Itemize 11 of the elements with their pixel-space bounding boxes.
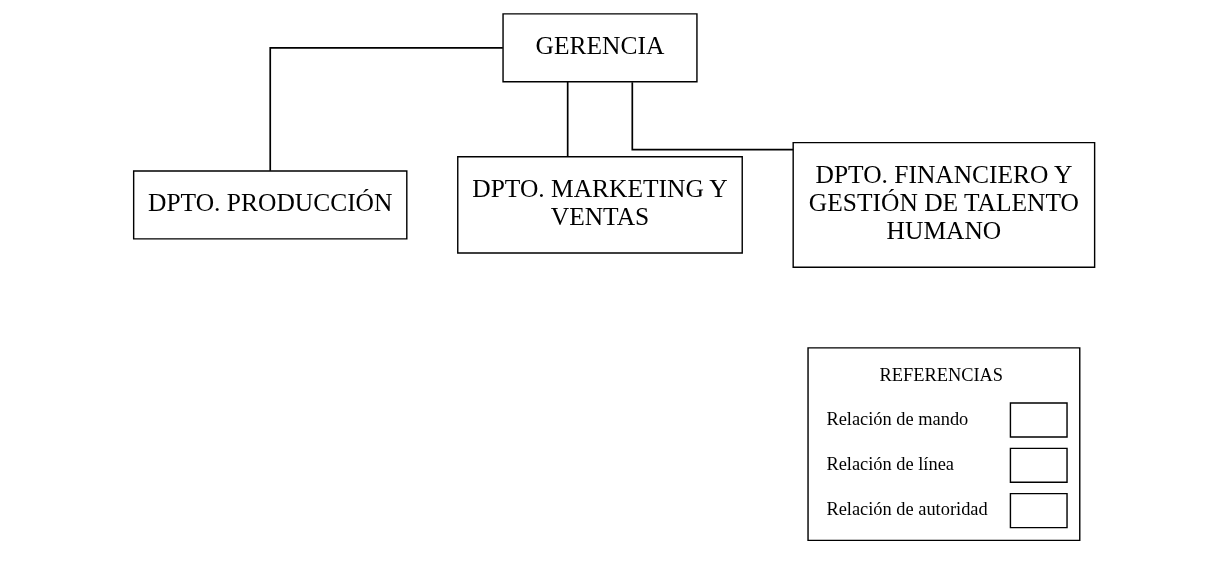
node-box: DPTO. FINANCIERO Y GESTIÓN DE TALENTO HUMANO (792, 141, 1096, 268)
connector (631, 81, 794, 151)
node-box: DPTO. PRODUCCIÓN (132, 170, 408, 240)
legend-label: Relación de línea (826, 454, 954, 475)
legend-label: Relación de autoridad (826, 499, 988, 520)
node-box: DPTO. MARKETING Y VENTAS (457, 156, 743, 254)
label: REFERENCIAS (879, 364, 1004, 385)
connector (269, 46, 504, 172)
node-box: GERENCIA (502, 13, 698, 83)
legend-label: Relación de mando (826, 408, 969, 429)
connector (566, 81, 569, 158)
